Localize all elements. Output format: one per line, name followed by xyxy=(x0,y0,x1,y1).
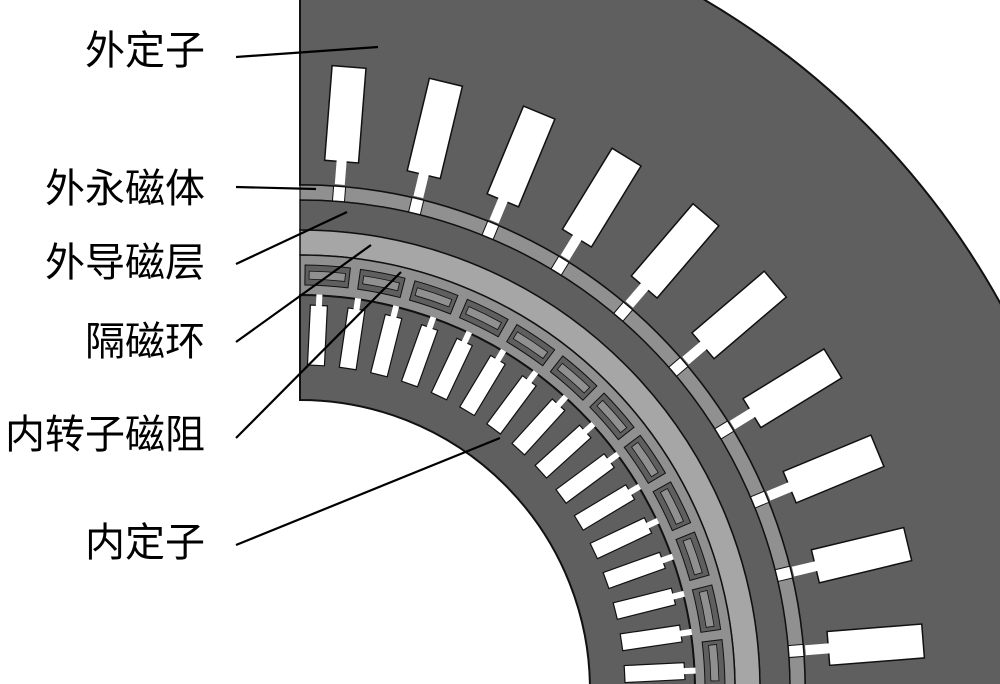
label-inner-stator: 内定子 xyxy=(85,520,205,566)
inner-stator-slot-opening xyxy=(679,628,693,637)
inner-stator-slot xyxy=(458,354,507,417)
outer-stator-slot-opening xyxy=(729,407,757,430)
inner-stator-slot-opening xyxy=(315,294,323,307)
outer-stator-slot-opening xyxy=(334,159,347,185)
label-outer-magnet: 外永磁体 xyxy=(45,166,205,212)
label-inner-rotor-reluctance: 内转子磁阻 xyxy=(5,412,205,458)
leader-outer-flux-layer xyxy=(235,211,348,265)
inner-stator-slot xyxy=(511,398,566,456)
inner-stator-slot xyxy=(534,424,592,479)
inner-stator-slot-opening xyxy=(555,394,569,408)
inner-stator-slot-opening xyxy=(627,483,642,496)
inner-stator-slot xyxy=(555,452,616,505)
outer-stator-slot xyxy=(782,434,885,504)
inner-stator-slot xyxy=(623,661,686,684)
inner-stator-slot xyxy=(369,313,403,378)
inner-stator-slot-opening xyxy=(494,348,507,363)
outer-magnet-gap xyxy=(787,643,805,659)
outer-stator-slot xyxy=(810,526,913,584)
outer-stator-slot-opening xyxy=(560,233,583,261)
inner-rotor-barrier xyxy=(362,275,400,292)
inner-stator-slot xyxy=(485,374,538,435)
inner-stator-slot-opening xyxy=(671,590,685,600)
inner-stator-slot xyxy=(400,323,439,388)
inner-stator-slot xyxy=(602,551,667,590)
inner-stator-slot-opening xyxy=(606,451,620,464)
outer-stator-slot-opening xyxy=(625,282,650,308)
inner-stator-slot-opening xyxy=(526,370,539,384)
outer-magnet-gap xyxy=(331,185,347,203)
inner-stator-slot-opening xyxy=(645,517,660,529)
leader-inner-rotor-reluctance xyxy=(235,271,402,439)
inner-stator-slot xyxy=(619,624,683,652)
inner-stator-slot-opening xyxy=(582,421,596,435)
inner-stator-slot xyxy=(430,337,474,401)
inner-stator-slot-opening xyxy=(353,297,362,311)
outer-stator-slot xyxy=(323,64,367,164)
inner-stator-slot-opening xyxy=(461,330,473,345)
outer-stator-slot xyxy=(826,623,926,667)
outer-stator-slot xyxy=(486,105,556,208)
outer-stator-slot-opening xyxy=(413,171,430,199)
outer-stator-slot-opening xyxy=(805,643,831,656)
inner-rotor-barrier xyxy=(630,441,659,478)
outer-stator-slot-opening xyxy=(489,196,509,224)
leader-outer-magnet xyxy=(235,185,317,191)
inner-rotor-barrier xyxy=(596,399,628,434)
inner-rotor-barrier xyxy=(708,644,720,682)
outer-stator-slot xyxy=(406,77,464,180)
outer-stator-slot-opening xyxy=(766,481,794,501)
leader-outer-stator xyxy=(235,45,379,59)
inner-rotor-barrier xyxy=(698,590,715,628)
outer-stator-slot xyxy=(630,202,720,300)
inner-rotor-barrier xyxy=(682,537,703,576)
leader-isolation-ring xyxy=(235,244,372,343)
label-outer-stator: 外定子 xyxy=(85,28,205,74)
inner-stator-core xyxy=(299,293,696,684)
leader-inner-stator xyxy=(235,436,501,547)
inner-stator-slot xyxy=(573,483,636,532)
label-outer-flux-layer: 外导磁层 xyxy=(45,240,205,286)
inner-rotor-barrier xyxy=(512,331,549,360)
outer-stator-slot-opening xyxy=(791,560,819,577)
inner-stator-slot-opening xyxy=(390,305,400,319)
inner-stator-slot xyxy=(589,516,653,560)
inner-stator-slot-opening xyxy=(683,667,696,675)
outer-stator-slot-opening xyxy=(682,340,708,365)
outer-stator-slot xyxy=(561,147,643,249)
inner-stator-slot-opening xyxy=(660,553,674,564)
inner-rotor-barrier xyxy=(556,362,591,394)
motor-quarter-section xyxy=(299,0,1000,684)
inner-rotor-barrier xyxy=(465,305,503,331)
inner-stator-slot xyxy=(612,587,677,621)
outer-stator-slot xyxy=(741,347,843,429)
inner-rotor-barrier xyxy=(414,287,453,308)
outer-stator-slot xyxy=(690,270,788,360)
label-isolation-ring: 隔磁环 xyxy=(85,319,205,365)
inner-stator-slot-opening xyxy=(426,316,437,330)
inner-rotor-barrier xyxy=(659,487,685,525)
